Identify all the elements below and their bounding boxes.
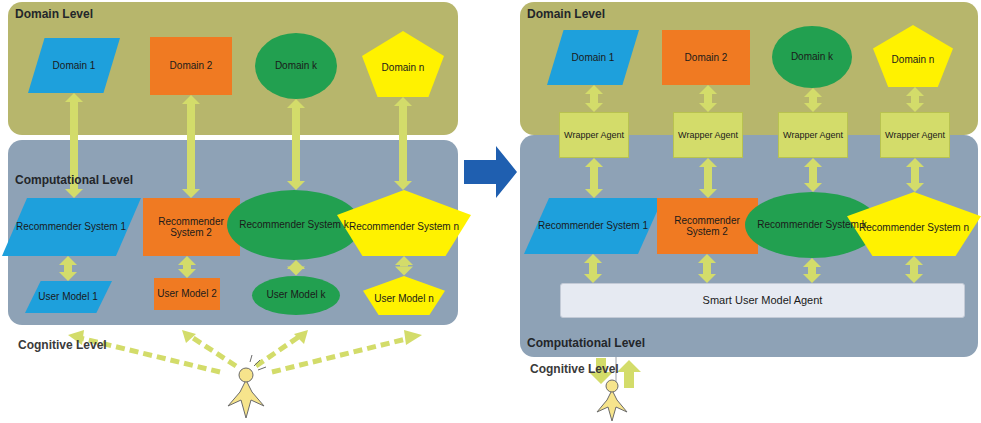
level-heading: Computational Level (15, 174, 133, 188)
node-label: Domain 1 (53, 60, 96, 72)
node-label: Recommender System 1 (538, 220, 648, 232)
node-label: Domain k (275, 60, 317, 72)
wrapper-agent-box: Wrapper Agent (778, 112, 848, 158)
node-label: Domain n (382, 62, 425, 74)
ellipse-node: Domain k (255, 33, 337, 99)
node-label: Wrapper Agent (885, 130, 945, 140)
node-label: Recommender System 2 (143, 216, 240, 239)
level-heading: Domain Level (15, 8, 93, 22)
process-box: Recommender System 2 (657, 198, 758, 254)
parallelogram-box: User Model 1 (25, 281, 112, 313)
wrapper-agent-box: Wrapper Agent (880, 112, 950, 158)
level-band: Domain LevelDomain 1 Domain 2 Domain k Doma… (8, 2, 458, 135)
node-label: Domain k (791, 51, 833, 63)
node-label: Recommender System k (239, 219, 348, 231)
ellipse-node: Recommender System k (227, 190, 361, 260)
node-label: Domain n (892, 54, 935, 66)
process-box: Domain 2 (150, 37, 232, 95)
node-label: Domain 2 (685, 52, 728, 64)
node-label: Wrapper Agent (783, 130, 843, 140)
ellipse-node: Recommender System k (745, 192, 879, 258)
node-label: User Model n (374, 293, 433, 305)
node-label: User Model k (267, 289, 326, 301)
node-label: Domain 2 (170, 60, 213, 72)
wrapper-agent-box: Wrapper Agent (673, 112, 743, 158)
user-figure (228, 355, 266, 418)
level-heading: Computational Level (527, 337, 645, 351)
pentagon-node: Domain n (362, 31, 444, 97)
level-heading: Domain Level (527, 8, 605, 22)
level-band: Computational LevelRecommender System 1 R… (8, 140, 458, 325)
node-label: Recommender System n (349, 221, 459, 233)
node-label: Smart User Model Agent (703, 294, 823, 307)
node-label: Recommender System 2 (657, 215, 758, 238)
dashed-arrows (80, 336, 410, 372)
agent-bar: Smart User Model Agent (560, 283, 965, 318)
dashed-arrow-heads (68, 330, 422, 345)
node-label: Domain 1 (572, 52, 615, 64)
parallelogram-box: Recommender System 1 (2, 198, 141, 256)
user-figure (597, 380, 627, 421)
transition-arrow (464, 146, 517, 198)
level-band: Computational Level Recommender System 1 R… (520, 135, 978, 357)
node-label: Recommender System 1 (16, 221, 126, 233)
level-label: Cognitive Level (18, 338, 107, 352)
pentagon-node: Recommender System n (337, 190, 471, 256)
node-label: User Model 1 (38, 291, 97, 303)
ellipse-node: User Model k (252, 276, 340, 315)
node-label: Recommender System n (859, 222, 969, 234)
pentagon-node: Domain n (873, 25, 953, 87)
process-box: User Model 2 (154, 278, 220, 310)
process-box: Domain 2 (662, 30, 750, 85)
process-box: Recommender System 2 (143, 198, 240, 256)
level-label: Cognitive Level (530, 362, 619, 376)
wrapper-agent-box: Wrapper Agent (559, 112, 629, 158)
node-label: Recommender System k (757, 219, 866, 231)
parallelogram-box: Domain 1 (547, 30, 639, 85)
node-label: Wrapper Agent (678, 130, 738, 140)
node-label: User Model 2 (157, 288, 216, 300)
ellipse-node: Domain k (772, 26, 852, 88)
node-label: Wrapper Agent (564, 130, 624, 140)
pentagon-node: User Model n (363, 276, 445, 315)
parallelogram-box: Domain 1 (28, 38, 120, 93)
parallelogram-box: Recommender System 1 (524, 198, 663, 254)
pentagon-node: Recommender System n (847, 192, 981, 256)
